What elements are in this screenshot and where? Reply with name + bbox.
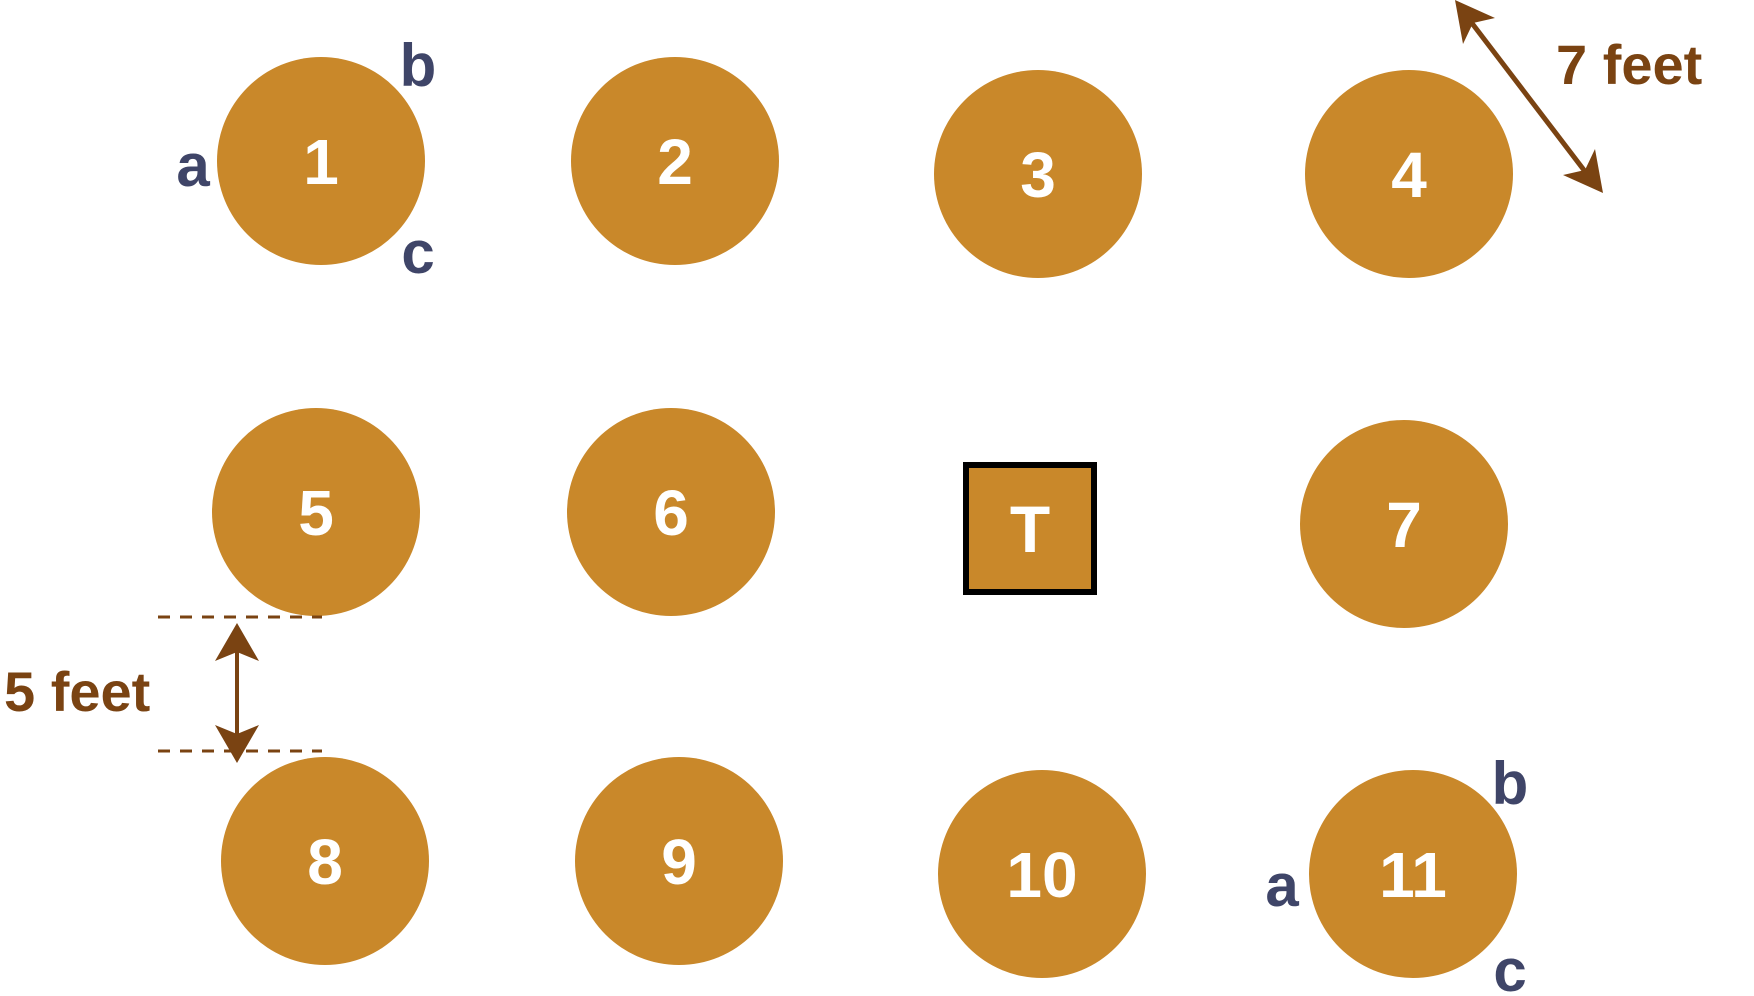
circle-5-number: 5: [298, 477, 334, 549]
circle-3-number: 3: [1020, 139, 1056, 211]
circle-11-position-c: c: [1493, 937, 1526, 996]
circle-4-number: 4: [1391, 139, 1427, 211]
circle-6-number: 6: [653, 477, 689, 549]
circle-9-number: 9: [661, 826, 697, 898]
circle-6: 6: [567, 408, 775, 616]
measure-vertical-gap-label: 5 feet: [4, 660, 150, 723]
circle-11-number: 11: [1379, 839, 1447, 911]
circle-11-position-b: b: [1492, 750, 1529, 817]
circle-11: 11: [1309, 770, 1517, 978]
circle-2-number: 2: [657, 126, 693, 198]
circle-9: 9: [575, 757, 783, 965]
measure-vertical-gap: 5 feet: [4, 615, 322, 763]
circle-1: 1: [217, 57, 425, 265]
circle-11-position-a: a: [1265, 852, 1299, 919]
circle-8: 8: [221, 757, 429, 965]
circle-10: 10: [938, 770, 1146, 978]
circle-4: 4: [1305, 70, 1513, 278]
measure-horizontal-gap: 7 feet: [1455, 0, 1702, 193]
table-t-label: T: [1010, 492, 1050, 566]
circle-7-number: 7: [1386, 489, 1422, 561]
circle-1-number: 1: [303, 126, 339, 198]
measure-horizontal-gap-label: 7 feet: [1556, 33, 1702, 96]
circle-8-number: 8: [307, 826, 343, 898]
circle-1-position-c: c: [401, 219, 434, 286]
circle-2: 2: [571, 57, 779, 265]
circle-7: 7: [1300, 420, 1508, 628]
table-t: T: [963, 462, 1097, 595]
circle-1-position-b: b: [400, 32, 437, 99]
circle-1-position-a: a: [176, 132, 210, 199]
circle-3: 3: [934, 70, 1142, 278]
circle-10-number: 10: [1006, 839, 1077, 911]
circle-5: 5: [212, 408, 420, 616]
